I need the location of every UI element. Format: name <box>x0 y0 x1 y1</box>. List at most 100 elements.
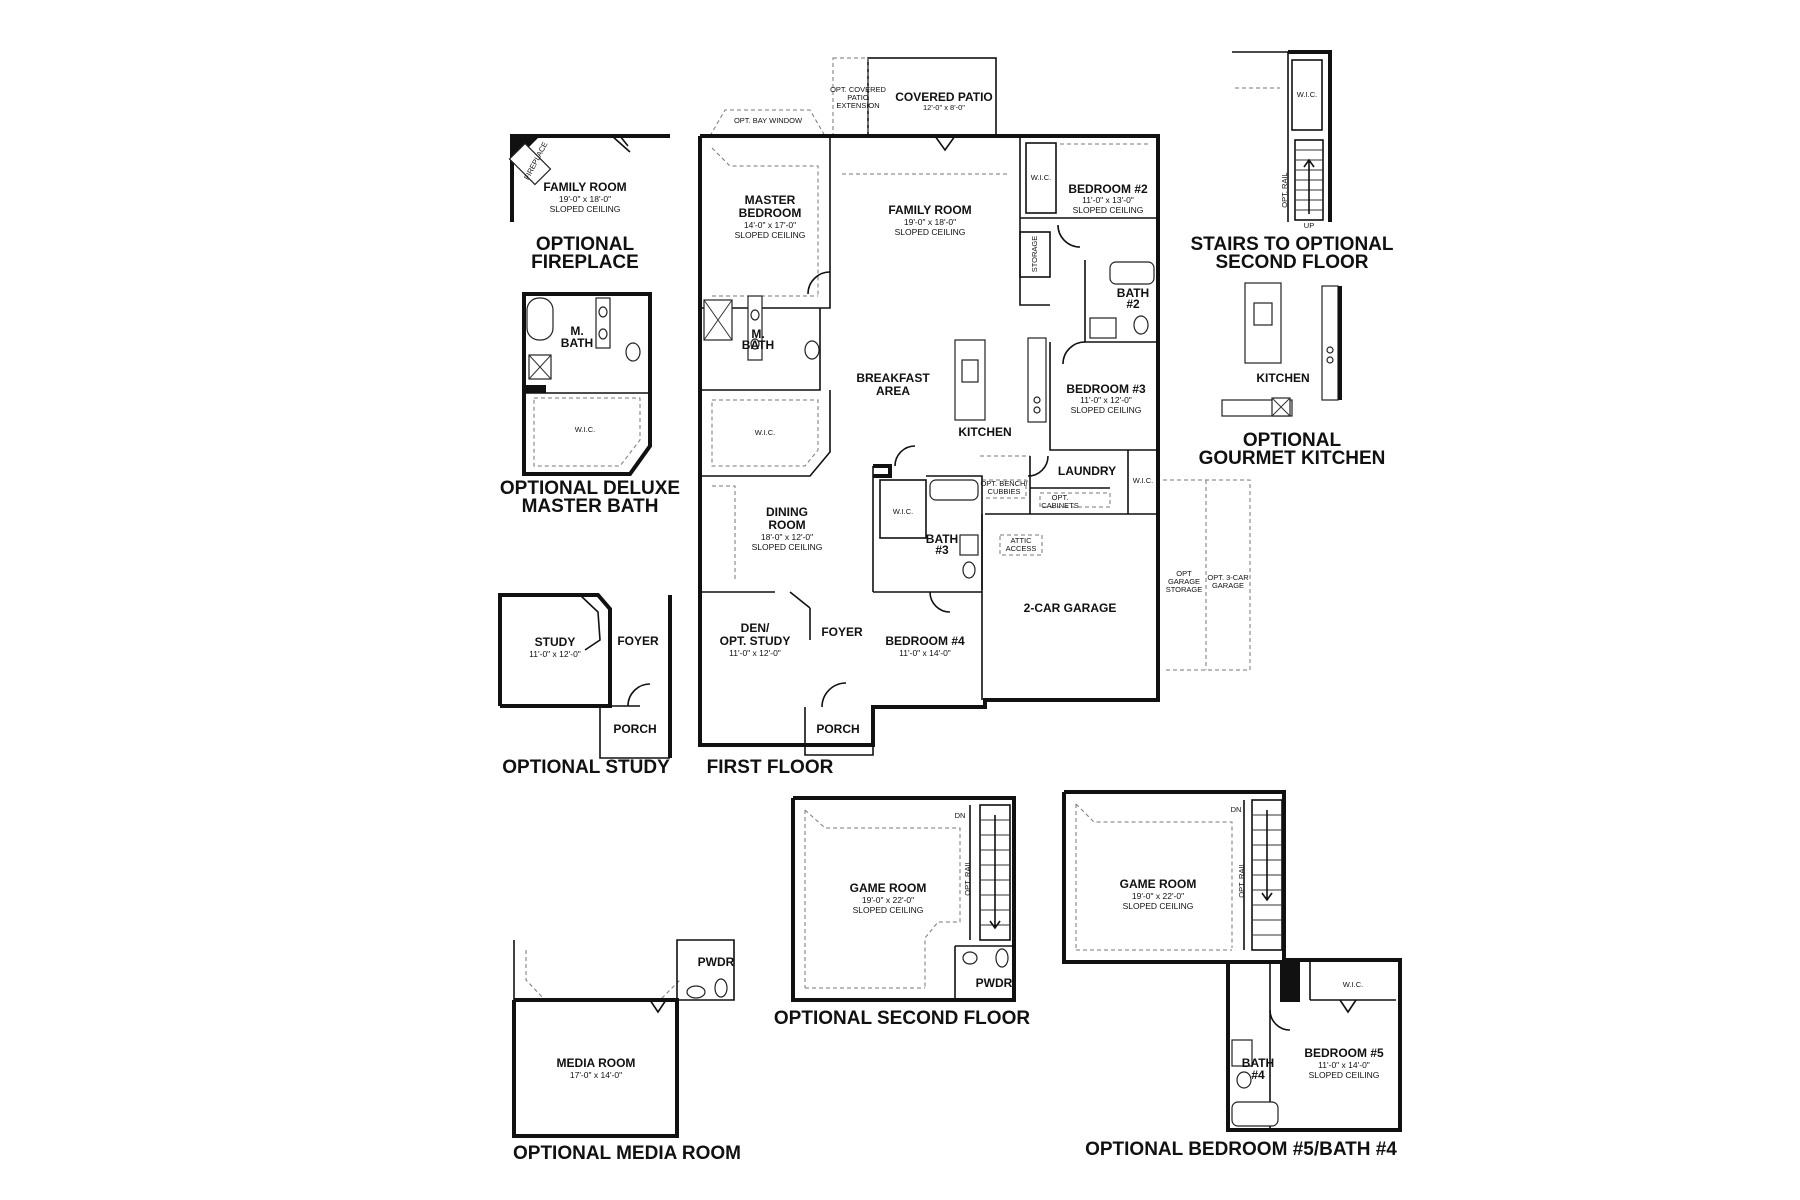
caption-deluxe-bath-2: MASTER BATH <box>522 496 659 517</box>
opt-rail-label: OPT. RAIL <box>963 860 972 895</box>
bathtub-icon <box>1231 1101 1279 1127</box>
garage-label: 2-CAR GARAGE <box>1024 601 1117 615</box>
opt-bench-label-1: OPT. BENCH/ <box>980 479 1028 488</box>
den-dims: 11'-0" x 12'-0" <box>729 648 781 658</box>
covered-patio-label: COVERED PATIO <box>895 90 993 104</box>
stairs-wic-label: W.I.C. <box>1297 90 1317 99</box>
breakfast-label-1: BREAKFAST <box>856 371 930 385</box>
bedroom4-wic <box>879 479 927 539</box>
caption-first-floor: FIRST FLOOR <box>707 757 834 778</box>
opt-patio-ext-1: OPT. COVERED <box>830 85 886 94</box>
opt-patio-ext-3: EXTENSION <box>836 101 879 110</box>
kitchen-label: KITCHEN <box>958 425 1011 439</box>
toilet-icon <box>804 340 820 360</box>
first-floor-plan: COVERED PATIO 12'-0" x 8'-0" OPT. COVERE… <box>698 57 1251 778</box>
caption-deluxe-bath-1: OPTIONAL DELUXE <box>500 478 680 499</box>
family-room-label: FAMILY ROOM <box>543 180 626 194</box>
wic-label: W.I.C. <box>575 425 595 434</box>
sink-icon <box>686 985 706 999</box>
opt-garage-storage-3: STORAGE <box>1166 585 1203 594</box>
porch-label: PORCH <box>613 722 656 736</box>
opt-bay-window-label: OPT. BAY WINDOW <box>734 116 803 125</box>
kitchen-sink-icon <box>961 359 979 383</box>
second-floor-staircase <box>979 804 1011 941</box>
bedroom3-ceiling: SLOPED CEILING <box>1071 405 1142 415</box>
bedroom2-wic <box>1025 142 1057 214</box>
dining-room-label-1: DINING <box>766 505 808 519</box>
master-wic-label: W.I.C. <box>755 428 775 437</box>
opt-patio-ext-2: PATIO <box>847 93 869 102</box>
bedroom2-ceiling: SLOPED CEILING <box>1073 205 1144 215</box>
bedroom2-dims: 11'-0" x 13'-0" <box>1082 195 1134 205</box>
game-room-ceiling: SLOPED CEILING <box>853 905 924 915</box>
dining-room-ceiling: SLOPED CEILING <box>752 542 823 552</box>
bedroom4-dims: 11'-0" x 14'-0" <box>899 648 951 658</box>
opt-rail-label: OPT. RAIL <box>1237 862 1246 897</box>
caption-optional-fireplace-1: OPTIONAL <box>536 234 635 255</box>
bath4-label-2: #4 <box>1251 1068 1265 1082</box>
sink-icon <box>1089 317 1117 339</box>
toilet-icon <box>995 948 1009 968</box>
family-room-label: FAMILY ROOM <box>888 203 971 217</box>
m-bath-label-1: M. <box>570 324 583 338</box>
opt-garage-storage-2: GARAGE <box>1168 577 1200 586</box>
bedroom4-wic-label: W.I.C. <box>893 507 913 516</box>
bedroom3-label: BEDROOM #3 <box>1066 382 1146 396</box>
caption-optional-study: OPTIONAL STUDY <box>502 757 670 778</box>
storage <box>1019 231 1051 278</box>
optional-fireplace-plan: FIREPLACE FAMILY ROOM 19'-0" x 18'-0" SL… <box>508 134 670 273</box>
m-bath-label-2: BATH <box>561 336 593 350</box>
master-bedroom-dims: 14'-0" x 17'-0" <box>744 220 796 230</box>
bath2-label-1: BATH <box>1117 286 1149 300</box>
bedroom5-dims: 11'-0" x 14'-0" <box>1318 1060 1370 1070</box>
game-room-ceiling: SLOPED CEILING <box>1123 901 1194 911</box>
family-room-ceiling: SLOPED CEILING <box>895 227 966 237</box>
dn-label: DN <box>955 811 966 820</box>
porch-label: PORCH <box>816 722 859 736</box>
gourmet-kitchen-plan: KITCHEN OPTIONAL GOURMET KITCHEN <box>1199 282 1386 469</box>
chase-solid <box>1280 962 1300 1002</box>
sink-icon <box>1231 1039 1253 1067</box>
media-room-label: MEDIA ROOM <box>557 1056 636 1070</box>
sink-icon <box>962 951 978 965</box>
game-room-label: GAME ROOM <box>1120 877 1197 891</box>
game-room-label: GAME ROOM <box>850 881 927 895</box>
caption-optional-fireplace-2: FIREPLACE <box>531 252 639 273</box>
gourmet-counter <box>1321 285 1339 401</box>
exterior-wall <box>698 134 1160 747</box>
bedroom4-label: BEDROOM #4 <box>885 634 965 648</box>
opt-bench-label-2: CUBBIES <box>988 487 1021 496</box>
stairs-option-plan: W.I.C. OPT. RAIL UP STAIRS TO OPTIONAL S… <box>1190 50 1394 273</box>
optional-media-room-plan: PWDR MEDIA ROOM 17'-0" x 14'-0" OPTIONAL… <box>512 939 741 1164</box>
toilet-icon <box>1236 1071 1252 1089</box>
bedroom5-ceiling: SLOPED CEILING <box>1309 1070 1380 1080</box>
attic-access-label-2: ACCESS <box>1006 544 1037 553</box>
study-label: STUDY <box>535 635 576 649</box>
caption-stairs-1: STAIRS TO OPTIONAL <box>1190 234 1393 255</box>
toilet-icon <box>625 342 641 362</box>
opt-3car-garage-2: GARAGE <box>1212 581 1244 590</box>
sink-icon <box>959 534 979 556</box>
opt-3car-garage-1: OPT. 3-CAR <box>1207 573 1249 582</box>
den-label-2: OPT. STUDY <box>720 634 791 648</box>
foyer-label: FOYER <box>617 634 659 648</box>
foyer-label: FOYER <box>821 625 863 639</box>
dining-room-label-2: ROOM <box>768 518 805 532</box>
m-bath-label-2: BATH <box>742 338 774 352</box>
stairs-wic <box>1291 59 1323 131</box>
caption-gourmet-2: GOURMET KITCHEN <box>1199 448 1386 469</box>
caption-gourmet-1: OPTIONAL <box>1243 430 1342 451</box>
optional-study-plan: STUDY 11'-0" x 12'-0" FOYER PORCH OPTION… <box>498 593 672 778</box>
up-label: UP <box>1304 221 1314 230</box>
m-bath-label-1: M. <box>751 327 764 341</box>
attic-access-label-1: ATTIC <box>1010 536 1032 545</box>
bedroom2-label: BEDROOM #2 <box>1068 182 1148 196</box>
optional-bedroom5-plan: DN OPT. RAIL GAME ROOM 19'-0" x 22'-0" S… <box>1062 790 1402 1160</box>
master-bedroom-ceiling: SLOPED CEILING <box>735 230 806 240</box>
bathtub-icon <box>1109 261 1155 285</box>
bath3-label-2: #3 <box>935 543 949 557</box>
caption-media-room: OPTIONAL MEDIA ROOM <box>513 1143 741 1164</box>
game-room-dims: 19'-0" x 22'-0" <box>1132 891 1184 901</box>
game-room-dims: 19'-0" x 22'-0" <box>862 895 914 905</box>
